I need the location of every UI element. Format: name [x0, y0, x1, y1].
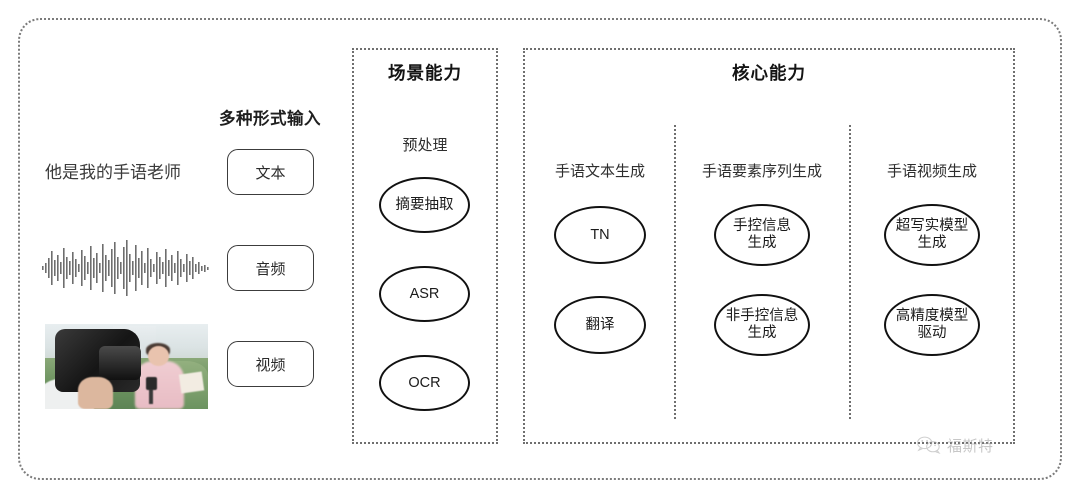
scene-capability-panel	[352, 48, 498, 444]
scene-column-header-preprocess: 预处理	[402, 137, 448, 154]
multi-input-header: 多种形式输入	[219, 110, 321, 128]
core-column-divider-1	[674, 125, 676, 419]
node-label: OCR	[408, 374, 441, 391]
input-type-audio-button[interactable]: 音频	[227, 245, 314, 291]
scene-panel-title: 场景能力	[388, 63, 462, 83]
watermark: 福斯特	[916, 434, 994, 456]
node-asr[interactable]: ASR	[379, 266, 470, 322]
node-translation[interactable]: 翻译	[554, 296, 646, 354]
node-non-manual-information-generation[interactable]: 非手控信息生成	[714, 294, 810, 356]
node-tn[interactable]: TN	[554, 206, 646, 264]
node-label: 非手控信息生成	[725, 308, 799, 341]
node-summary-extraction[interactable]: 摘要抽取	[379, 177, 470, 233]
core-panel-title: 核心能力	[732, 63, 806, 83]
core-column-header-sign-video-generation: 手语视频生成	[886, 163, 977, 180]
node-label: 翻译	[585, 316, 615, 333]
video-thumbnail-image	[45, 324, 208, 409]
node-manual-information-generation[interactable]: 手控信息生成	[714, 204, 810, 266]
node-label: 高精度模型驱动	[895, 308, 969, 341]
node-high-precision-model-driving[interactable]: 高精度模型驱动	[884, 294, 980, 356]
watermark-text: 福斯特	[947, 437, 994, 455]
node-label: 手控信息生成	[733, 218, 791, 251]
core-capability-panel	[523, 48, 1015, 444]
audio-waveform-icon	[40, 238, 212, 298]
wechat-logo-icon	[916, 434, 942, 456]
core-column-divider-2	[849, 125, 851, 419]
input-type-video-button[interactable]: 视频	[227, 341, 314, 387]
node-label: ASR	[409, 285, 440, 302]
node-label: 超写实模型生成	[895, 218, 969, 251]
core-column-header-sign-text-generation: 手语文本生成	[554, 163, 645, 180]
outer-dotted-frame	[18, 18, 1062, 480]
core-column-header-sign-element-sequence-generation: 手语要素序列生成	[701, 163, 822, 180]
node-photorealistic-model-generation[interactable]: 超写实模型生成	[884, 204, 980, 266]
input-type-text-button[interactable]: 文本	[227, 149, 314, 195]
sample-text-line: 他是我的手语老师	[45, 163, 181, 182]
node-label: TN	[590, 226, 610, 243]
node-label: 摘要抽取	[395, 196, 454, 213]
node-ocr[interactable]: OCR	[379, 355, 470, 411]
